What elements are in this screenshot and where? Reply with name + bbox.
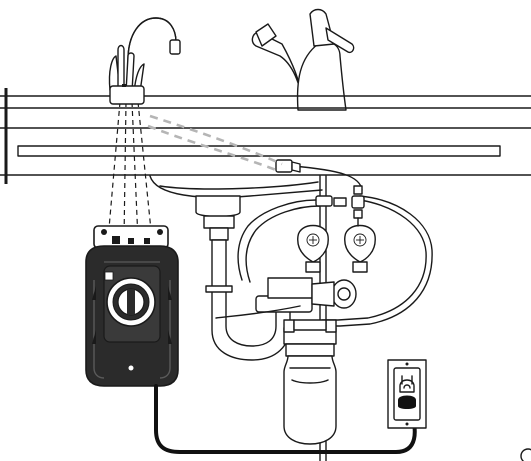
faucet-icon xyxy=(251,8,355,111)
drain-trap-icon xyxy=(195,195,357,361)
outlet-icon xyxy=(387,359,427,429)
dispenser-hoses xyxy=(107,101,283,241)
filter-icon xyxy=(283,319,337,445)
tank-icon xyxy=(85,225,179,387)
dispenser-icon xyxy=(108,17,181,105)
corner-mark xyxy=(520,448,531,461)
supply-tubing xyxy=(237,159,433,327)
valve-icon xyxy=(297,224,376,273)
countertop xyxy=(0,95,531,176)
